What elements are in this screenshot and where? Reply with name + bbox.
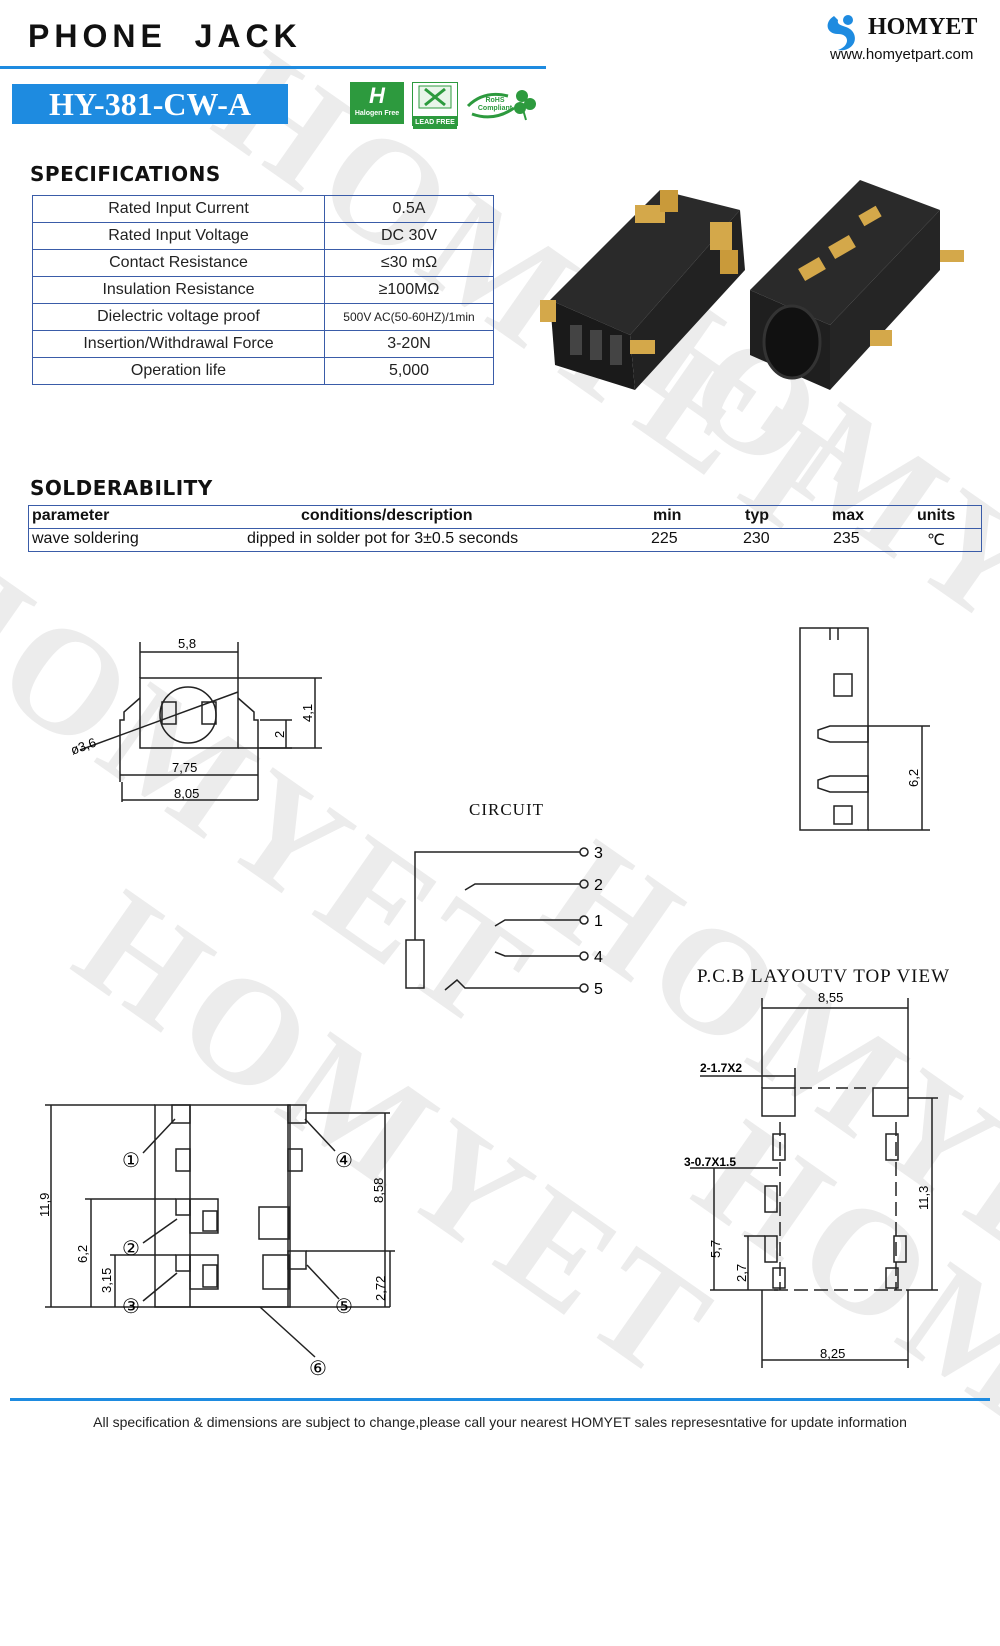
callout-5: ⑤ xyxy=(335,1296,353,1318)
dim-3-0-7x1-5: 3-0.7X1.5 xyxy=(684,1155,736,1169)
callout-4: ④ xyxy=(335,1150,353,1172)
spec-value: ≤30 mΩ xyxy=(324,249,494,277)
dim-8-55: 8,55 xyxy=(818,990,843,1005)
pin-label: 2 xyxy=(594,877,603,894)
cross-icon xyxy=(418,85,452,109)
title-rule xyxy=(0,66,546,69)
col-units: units xyxy=(917,507,956,524)
product-photo xyxy=(540,180,964,390)
badge-label: LEAD FREE xyxy=(413,116,457,129)
spec-value: 0.5A xyxy=(324,195,494,223)
spec-value: ≥100MΩ xyxy=(324,276,494,304)
cell-parameter: wave soldering xyxy=(32,530,139,547)
lead-free-badge: LEAD FREE xyxy=(412,82,458,129)
spec-value: 5,000 xyxy=(324,357,494,385)
spec-name: Rated Input Current xyxy=(32,195,325,223)
dim-width: 5,8 xyxy=(178,636,196,651)
cell-typ: 230 xyxy=(743,530,770,547)
spec-value: DC 30V xyxy=(324,222,494,250)
dim-2-7: 2,7 xyxy=(734,1264,749,1282)
callout-1: ① xyxy=(122,1150,140,1172)
callout-3: ③ xyxy=(122,1296,140,1318)
table-row: Contact Resistance≤30 mΩ xyxy=(32,249,494,277)
halogen-free-badge: H Halogen Free xyxy=(350,82,404,124)
circuit-title: CIRCUIT xyxy=(469,800,544,819)
dim-2-1-7x2: 2-1.7X2 xyxy=(700,1061,742,1075)
cell-min: 225 xyxy=(651,530,678,547)
jack-rear-view xyxy=(540,190,745,390)
solderability-heading: SOLDERABILITY xyxy=(30,476,213,500)
pin-label: 5 xyxy=(594,981,603,998)
cell-conditions: dipped in solder pot for 3±0.5 seconds xyxy=(247,530,519,547)
spec-name: Insertion/Withdrawal Force xyxy=(32,330,325,358)
pin-label: 1 xyxy=(594,913,603,930)
front-view-drawing: 5,8 7,75 8,05 ø3,6 4,1 2 xyxy=(69,636,322,802)
col-max: max xyxy=(832,507,865,524)
side-view-drawing: 6,2 xyxy=(799,627,930,831)
spec-name: Insulation Resistance xyxy=(32,276,325,304)
callout-6: ⑥ xyxy=(309,1358,327,1380)
dim-4-1: 4,1 xyxy=(300,704,315,722)
solderability-table: parameter conditions/description min typ… xyxy=(28,505,982,552)
circuit-diagram: 3 2 1 4 5 xyxy=(405,845,603,998)
spec-value: 500V AC(50-60HZ)/1min xyxy=(324,303,494,331)
dim-diameter: ø3,6 xyxy=(69,735,99,758)
footer-rule xyxy=(10,1398,990,1401)
dim-3-15: 3,15 xyxy=(99,1268,114,1293)
table-row: wave soldering dipped in solder pot for … xyxy=(29,529,981,551)
jack-front-view xyxy=(750,180,964,390)
footer-note: All specification & dimensions are subje… xyxy=(93,1414,907,1430)
homyet-logo-icon xyxy=(827,15,855,51)
specifications-heading: SPECIFICATIONS xyxy=(30,162,221,186)
dim-2-72: 2,72 xyxy=(373,1276,388,1301)
dim-8-58: 8,58 xyxy=(371,1178,386,1203)
model-number: HY-381-CW-A xyxy=(12,84,288,124)
dim-2: 2 xyxy=(272,731,287,738)
pcb-title: P.C.B LAYOUTV TOP VIEW xyxy=(697,966,951,987)
col-min: min xyxy=(653,507,682,524)
col-conditions: conditions/description xyxy=(301,507,473,524)
dim-8-05: 8,05 xyxy=(174,786,199,801)
callout-2: ② xyxy=(122,1238,140,1260)
spec-name: Contact Resistance xyxy=(32,249,325,277)
page-title: PHONE JACK xyxy=(28,18,302,54)
table-header-row: parameter conditions/description min typ… xyxy=(29,506,981,529)
spec-name: Rated Input Voltage xyxy=(32,222,325,250)
rohs-badge: RoHS Compliant xyxy=(464,84,540,124)
dim-11-3: 11,3 xyxy=(916,1186,931,1210)
pin-label: 3 xyxy=(594,845,603,862)
col-typ: typ xyxy=(745,507,769,524)
pcb-layout-drawing: 8,55 2-1.7X2 3-0.7X1.5 5,7 2,7 11,3 8,25 xyxy=(684,990,938,1368)
dim-7-75: 7,75 xyxy=(172,760,197,775)
spec-name: Operation life xyxy=(32,357,325,385)
dim-11-9: 11,9 xyxy=(37,1193,52,1217)
dim-8-25: 8,25 xyxy=(820,1346,845,1361)
clover-icon xyxy=(466,90,536,121)
brand-name: HOMYET xyxy=(868,14,978,40)
cell-units: ℃ xyxy=(927,532,945,549)
brand-url: www.homyetpart.com xyxy=(830,46,974,63)
table-row: Insulation Resistance≥100MΩ xyxy=(32,276,494,304)
col-parameter: parameter xyxy=(32,507,110,524)
bottom-view-drawing: 11,9 6,2 3,15 8,58 2,72 ① ② ③ ④ ⑤ ⑥ xyxy=(37,1104,395,1380)
cell-max: 235 xyxy=(833,530,860,547)
dim-6-2: 6,2 xyxy=(906,769,921,787)
pin-label: 4 xyxy=(594,949,603,966)
dim-6-2: 6,2 xyxy=(75,1245,90,1263)
badge-label: RoHS Compliant xyxy=(477,97,513,112)
dim-5-7: 5,7 xyxy=(708,1240,723,1258)
badge-label: Halogen Free xyxy=(354,110,400,117)
spec-value: 3-20N xyxy=(324,330,494,358)
spec-name: Dielectric voltage proof xyxy=(32,303,325,331)
